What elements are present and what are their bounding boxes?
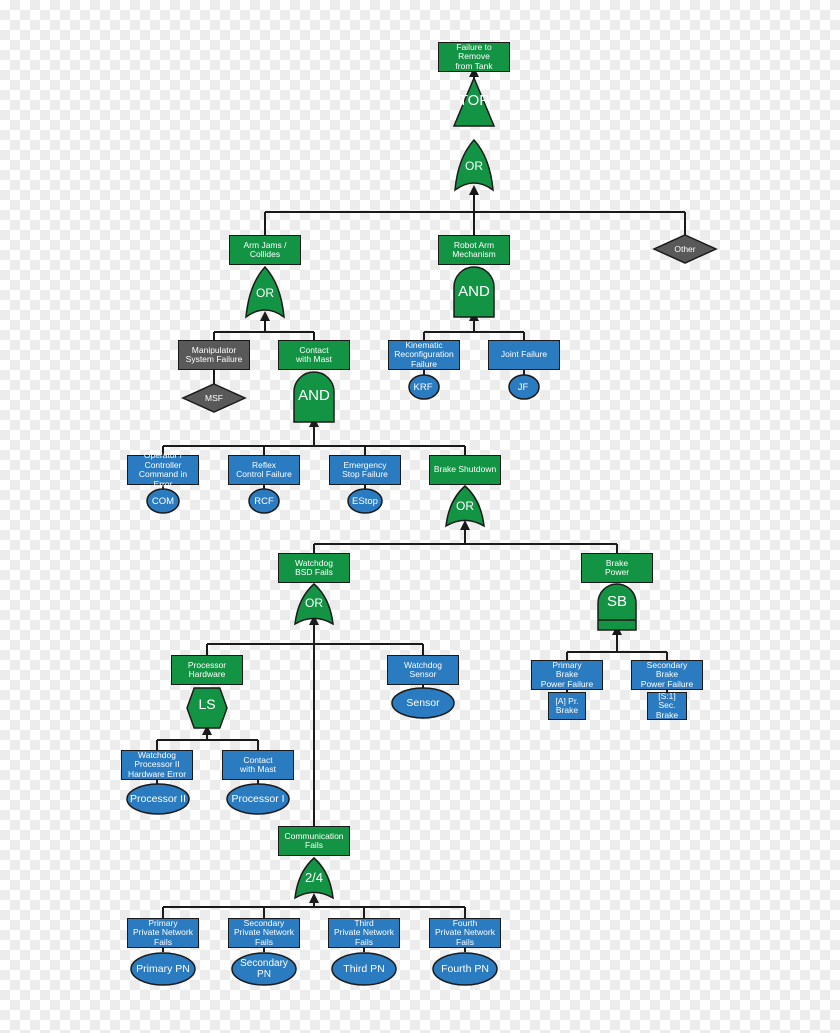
basic-primary-pn-ellipse [130, 952, 196, 986]
basic-rcf-ellipse [248, 488, 280, 514]
event-primary-private-network-fails[interactable]: Primary Private Network Fails [127, 918, 199, 948]
basic-jf-ellipse [508, 374, 540, 400]
event-robot-arm-mechanism[interactable]: Robot Arm Mechanism [438, 235, 510, 265]
basic-estop-ellipse [347, 488, 383, 514]
basic-krf-ellipse [408, 374, 440, 400]
event-contact-with-mast[interactable]: Contact with Mast [278, 340, 350, 370]
event-reflex-control-failure[interactable]: Reflex Control Failure [228, 455, 300, 485]
basic-secondary-pn-ellipse [231, 952, 297, 986]
event-third-private-network-fails[interactable]: Third Private Network Fails [328, 918, 400, 948]
event-watchdog-bsd-fails[interactable]: Watchdog BSD Fails [278, 553, 350, 583]
basic-sensor-ellipse [391, 687, 455, 719]
event-processor-hardware[interactable]: Processor Hardware [171, 655, 243, 685]
event-primary-brake-code[interactable]: [A] Pr. Brake [548, 692, 586, 720]
event-watchdog-sensor[interactable]: Watchdog Sensor [387, 655, 459, 685]
sb-gate-shape [597, 583, 637, 631]
basic-processor-i-ellipse [226, 783, 290, 815]
event-contact-with-mast-2[interactable]: Contact with Mast [222, 750, 294, 780]
event-operator-command-error[interactable]: Operator / Controller Command in Error [127, 450, 199, 488]
and-gate-1-shape [453, 266, 495, 318]
and-gate-2-shape [293, 371, 335, 423]
top-gate-shape [452, 76, 496, 127]
ls-gate-shape [186, 687, 228, 729]
basic-fourth-pn-ellipse [432, 952, 498, 986]
event-secondary-private-network-fails[interactable]: Secondary Private Network Fails [228, 918, 300, 948]
basic-com-ellipse [146, 488, 180, 514]
event-kinematic-reconfiguration-failure[interactable]: Kinematic Reconfiguration Failure [388, 340, 460, 370]
event-brake-power[interactable]: Brake Power [581, 553, 653, 583]
event-emergency-stop-failure[interactable]: Emergency Stop Failure [329, 455, 401, 485]
event-manipulator-system-failure[interactable]: Manipulator System Failure [178, 340, 250, 370]
event-brake-shutdown[interactable]: Brake Shutdown [429, 455, 501, 485]
basic-processor-ii-ellipse [126, 783, 190, 815]
vote-gate-shape [294, 857, 334, 900]
event-fourth-private-network-fails[interactable]: Fourth Private Network Fails [429, 918, 501, 948]
or-gate-4-shape [294, 583, 334, 626]
event-failure-to-remove[interactable]: Failure to Remove from Tank [438, 42, 510, 72]
event-arm-jams[interactable]: Arm Jams / Collides [229, 235, 301, 265]
or-gate-1-shape [454, 138, 494, 192]
or-gate-3-shape [445, 485, 485, 528]
undeveloped-other-diamond [652, 234, 718, 264]
event-primary-brake-power-failure[interactable]: Primary Brake Power Failure [531, 660, 603, 690]
undeveloped-msf-diamond [181, 383, 247, 413]
basic-third-pn-ellipse [331, 952, 397, 986]
or-gate-2-shape [245, 265, 285, 319]
event-watchdog-processor-ii-error[interactable]: Watchdog Processor II Hardware Error [121, 750, 193, 780]
event-secondary-brake-code[interactable]: [S:1] Sec. Brake [647, 691, 687, 720]
event-communication-fails[interactable]: Communication Fails [278, 826, 350, 856]
event-secondary-brake-power-failure[interactable]: Secondary Brake Power Failure [631, 660, 703, 690]
event-joint-failure[interactable]: Joint Failure [488, 340, 560, 370]
